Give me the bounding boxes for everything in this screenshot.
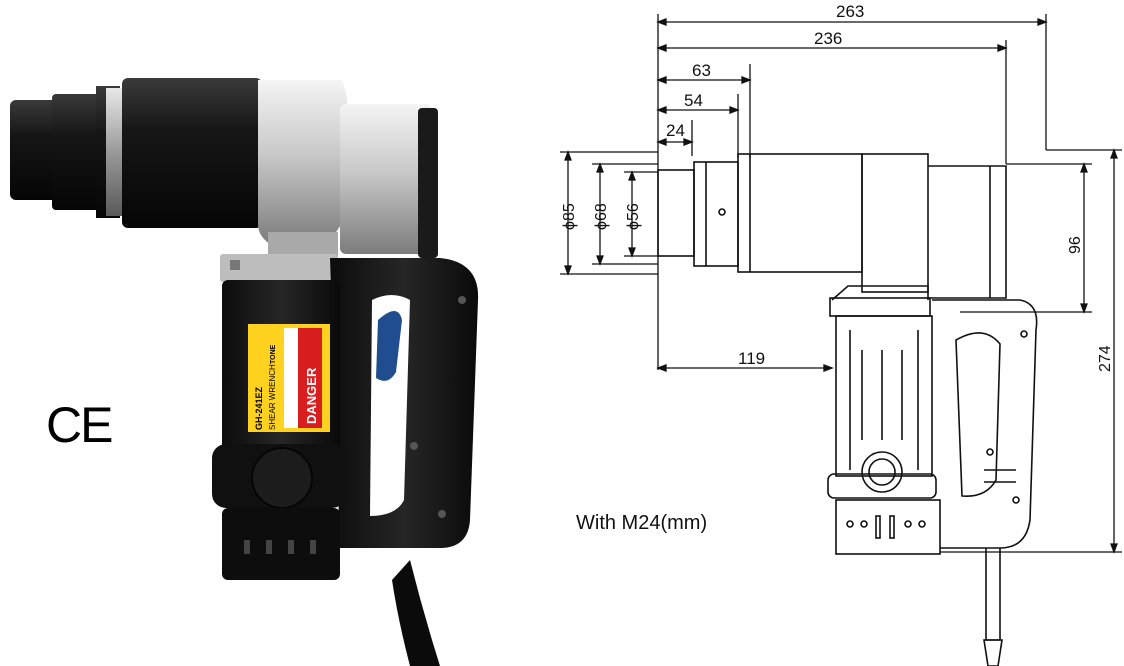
tool-outline	[657, 153, 1038, 666]
head-cylinder	[122, 78, 262, 228]
gear-housing	[258, 80, 348, 244]
dim-phi56: ϕ56	[625, 203, 642, 230]
product-photo: GH-241EZ SHEAR WRENCH TONE DANGER	[10, 78, 479, 666]
dim-263: 263	[836, 2, 864, 21]
dim-phi68: ϕ68	[593, 203, 610, 230]
dim-274: 274	[1097, 345, 1114, 372]
dim-phi85: ϕ85	[561, 203, 578, 230]
unit-note: With M24(mm)	[576, 512, 708, 534]
label-name: SHEAR WRENCH	[268, 364, 277, 430]
label-brand: TONE	[270, 344, 277, 364]
socket-tip	[10, 100, 60, 200]
power-cord	[392, 560, 440, 666]
label-model: GH-241EZ	[254, 386, 264, 430]
label-warning: DANGER	[304, 367, 319, 424]
motor-end-cap	[222, 508, 340, 580]
dim-54: 54	[684, 91, 703, 110]
dim-96: 96	[1067, 236, 1084, 254]
ce-mark: CE	[46, 397, 113, 453]
tool-label: GH-241EZ SHEAR WRENCH TONE DANGER	[248, 324, 330, 432]
dim-119: 119	[738, 349, 765, 368]
dim-236: 236	[814, 29, 842, 48]
trigger	[376, 311, 402, 381]
silver-ring	[106, 88, 126, 216]
outer-socket	[52, 94, 104, 210]
mounting-bracket	[220, 254, 338, 282]
dim-63: 63	[692, 61, 711, 80]
dim-24: 24	[666, 121, 685, 140]
